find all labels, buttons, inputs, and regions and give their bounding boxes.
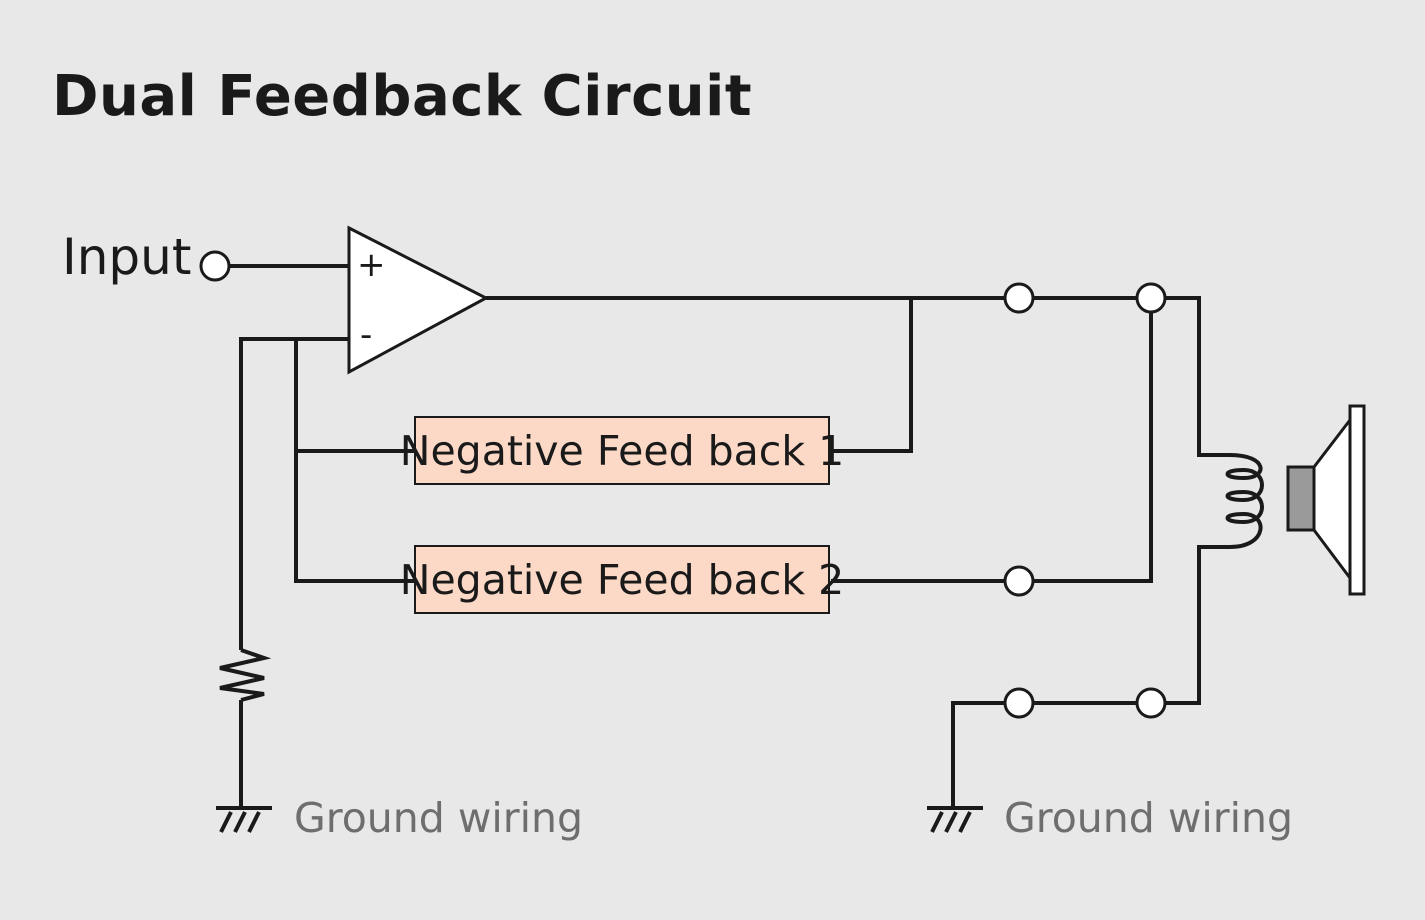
feedback-2-sense-wire bbox=[1033, 312, 1153, 583]
feedback-bus-wire bbox=[294, 339, 414, 583]
ground-symbol-left bbox=[216, 806, 272, 833]
resistor bbox=[219, 648, 272, 702]
op-amp-triangle bbox=[347, 225, 490, 375]
op-amp-plus-sign: + bbox=[357, 245, 386, 285]
input-label: Input bbox=[62, 228, 192, 286]
output-terminal bbox=[1003, 282, 1035, 314]
speaker-terminal-top bbox=[1135, 282, 1167, 314]
input-terminal bbox=[199, 250, 231, 282]
voice-coil bbox=[1225, 453, 1264, 549]
speaker-feed-wire bbox=[1165, 296, 1230, 457]
speaker-return-wire bbox=[1165, 545, 1230, 705]
inverting-input-wire bbox=[239, 337, 349, 650]
ground-symbol-right bbox=[927, 806, 983, 833]
negative-feedback-2-box: Negative Feed back 2 bbox=[400, 545, 844, 614]
negative-feedback-1-box: Negative Feed back 1 bbox=[400, 416, 844, 485]
ground-right-wire bbox=[951, 701, 1005, 808]
page-title: Dual Feedback Circuit bbox=[52, 64, 753, 129]
op-amp-minus-sign: - bbox=[360, 315, 373, 355]
feedback-2-terminal bbox=[1003, 565, 1035, 597]
ground-terminal-left bbox=[1003, 687, 1035, 719]
negative-feedback-1-label: Negative Feed back 1 bbox=[399, 426, 845, 475]
ground-wiring-right-label: Ground wiring bbox=[1004, 794, 1294, 842]
negative-feedback-2-label: Negative Feed back 2 bbox=[399, 555, 845, 604]
speaker-icon bbox=[1286, 404, 1366, 596]
feedback-1-return-wire bbox=[831, 298, 913, 453]
ground-wiring-left-label: Ground wiring bbox=[294, 794, 584, 842]
ground-terminal-right bbox=[1135, 687, 1167, 719]
